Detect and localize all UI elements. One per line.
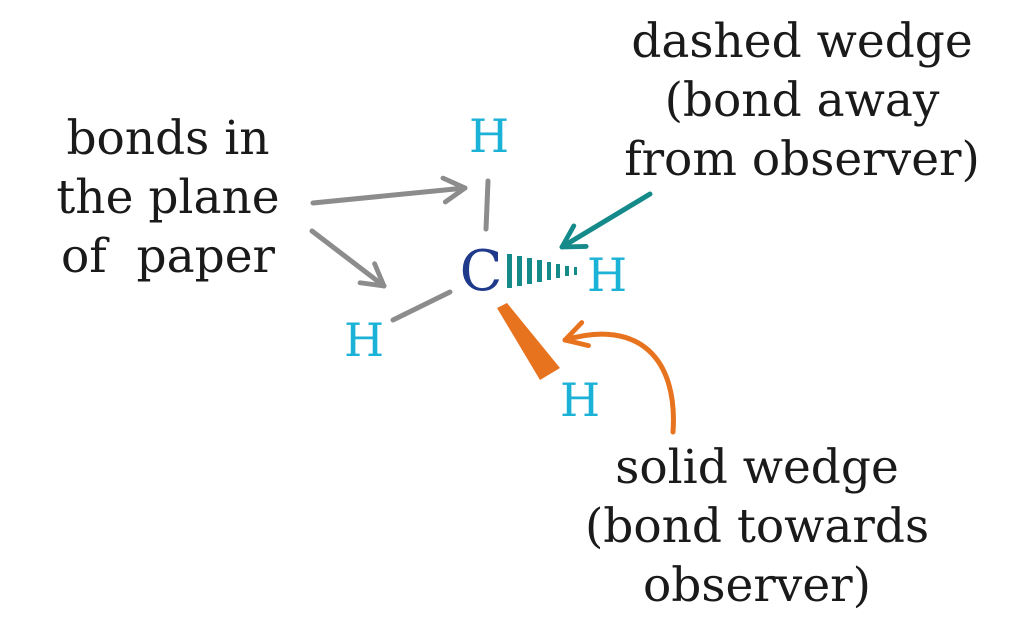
solid-wedge-label: solid wedge (bond towards observer)	[585, 440, 929, 613]
solid-wedge-label-line-3: observer)	[643, 558, 871, 613]
dashed-wedge-bond	[507, 254, 577, 288]
dashed-wedge-label: dashed wedge (bond away from observer)	[624, 14, 980, 187]
plane-bonds-label-line-3: of paper	[61, 229, 276, 284]
dashed-wedge-hash-6	[556, 264, 560, 278]
plane-bond-arrow-lower	[309, 228, 387, 289]
dashed-wedge-label-line-2: (bond away	[665, 73, 940, 128]
plane-bonds-label-line-1: bonds in	[66, 111, 269, 166]
carbon-atom: C	[460, 239, 503, 304]
dashed-wedge-hash-2	[517, 256, 522, 286]
solid-wedge-label-line-2: (bond towards	[585, 499, 929, 554]
dashed-wedge-hash-5	[547, 262, 551, 280]
bond-c-h-top	[483, 178, 491, 232]
hydrogen-atom-top: H	[469, 109, 509, 163]
dashed-wedge-hash-1	[507, 254, 512, 288]
hydrogen-atom-bottom: H	[560, 373, 600, 427]
plane-bond-arrow-upper	[310, 175, 468, 206]
dashed-wedge-hash-7	[565, 266, 569, 276]
dashed-wedge-hash-8	[574, 267, 577, 275]
hydrogen-atom-lower-left: H	[344, 313, 384, 367]
solid-wedge-label-line-1: solid wedge	[615, 440, 899, 495]
plane-bonds-label-line-2: the plane	[56, 170, 279, 225]
dashed-wedge-hash-4	[537, 260, 542, 282]
solid-wedge-arrow	[562, 320, 676, 435]
dashed-wedge-label-line-3: from observer)	[624, 132, 980, 187]
hydrogen-atom-right: H	[587, 248, 627, 302]
dashed-wedge-arrow	[559, 191, 653, 250]
bond-c-h-lower-left	[390, 289, 453, 323]
solid-wedge-bond	[497, 303, 560, 380]
dashed-wedge-hash-3	[527, 258, 532, 284]
dashed-wedge-label-line-1: dashed wedge	[631, 14, 972, 69]
plane-bonds-label: bonds in the plane of paper	[56, 111, 279, 284]
